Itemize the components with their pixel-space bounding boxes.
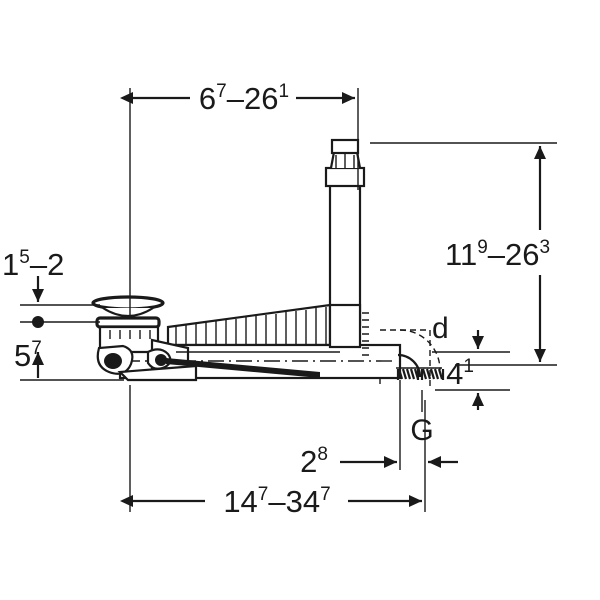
riser-joint (328, 303, 369, 356)
dim-dot-marker (32, 316, 44, 328)
product-geometry (91, 138, 445, 388)
standpipe-cap (330, 138, 360, 155)
dimension-top-horizontal: 67–261 (120, 81, 359, 315)
label-d: d (432, 312, 449, 345)
dimension-outlet-offset: 28 (300, 380, 458, 479)
riser-block (328, 303, 362, 349)
drain-cap-top (91, 295, 165, 311)
dimension-outlet-height: 41 (432, 330, 510, 410)
corrugated-section (166, 303, 332, 347)
dimension-bottom-horizontal: 147–347 (120, 385, 426, 519)
dimension-left-upper: 15–2 (2, 247, 100, 328)
drain-flange (95, 316, 161, 329)
riser-thread-marks (362, 312, 369, 356)
dimension-label-top: 67–261 (199, 81, 289, 116)
drain-pivot-ball (104, 353, 122, 369)
elbow-hidden-outline (380, 329, 431, 388)
dimension-label-bottom: 147–347 (223, 484, 330, 519)
outlet-thread-hatch (396, 368, 445, 380)
dimension-label-left-upper: 15–2 (2, 247, 64, 282)
label-g: G (410, 414, 433, 447)
vertical-standpipe (324, 138, 366, 327)
pull-rod (166, 358, 320, 378)
label-thread-g: G (410, 390, 434, 447)
elbow-arc-outer (399, 329, 441, 371)
drain-cap-skirt (102, 307, 154, 318)
drain-slots (109, 330, 151, 339)
label-diameter-d: d (432, 312, 449, 345)
lower-housing (117, 364, 198, 382)
dimension-left-lower: 57 (14, 338, 124, 381)
pop-up-waste-assembly (91, 295, 340, 382)
dimension-right-vertical: 119–263 (370, 142, 557, 366)
dimension-label-outlet-offset: 28 (300, 444, 328, 479)
elbow-outlet (379, 329, 445, 388)
elbow-arc-inner (397, 353, 422, 378)
dimension-label-left-lower: 57 (14, 338, 42, 373)
dimension-label-right: 119–263 (445, 237, 550, 272)
lever-pin (155, 354, 167, 366)
dimension-label-outlet-height: 41 (446, 356, 474, 391)
